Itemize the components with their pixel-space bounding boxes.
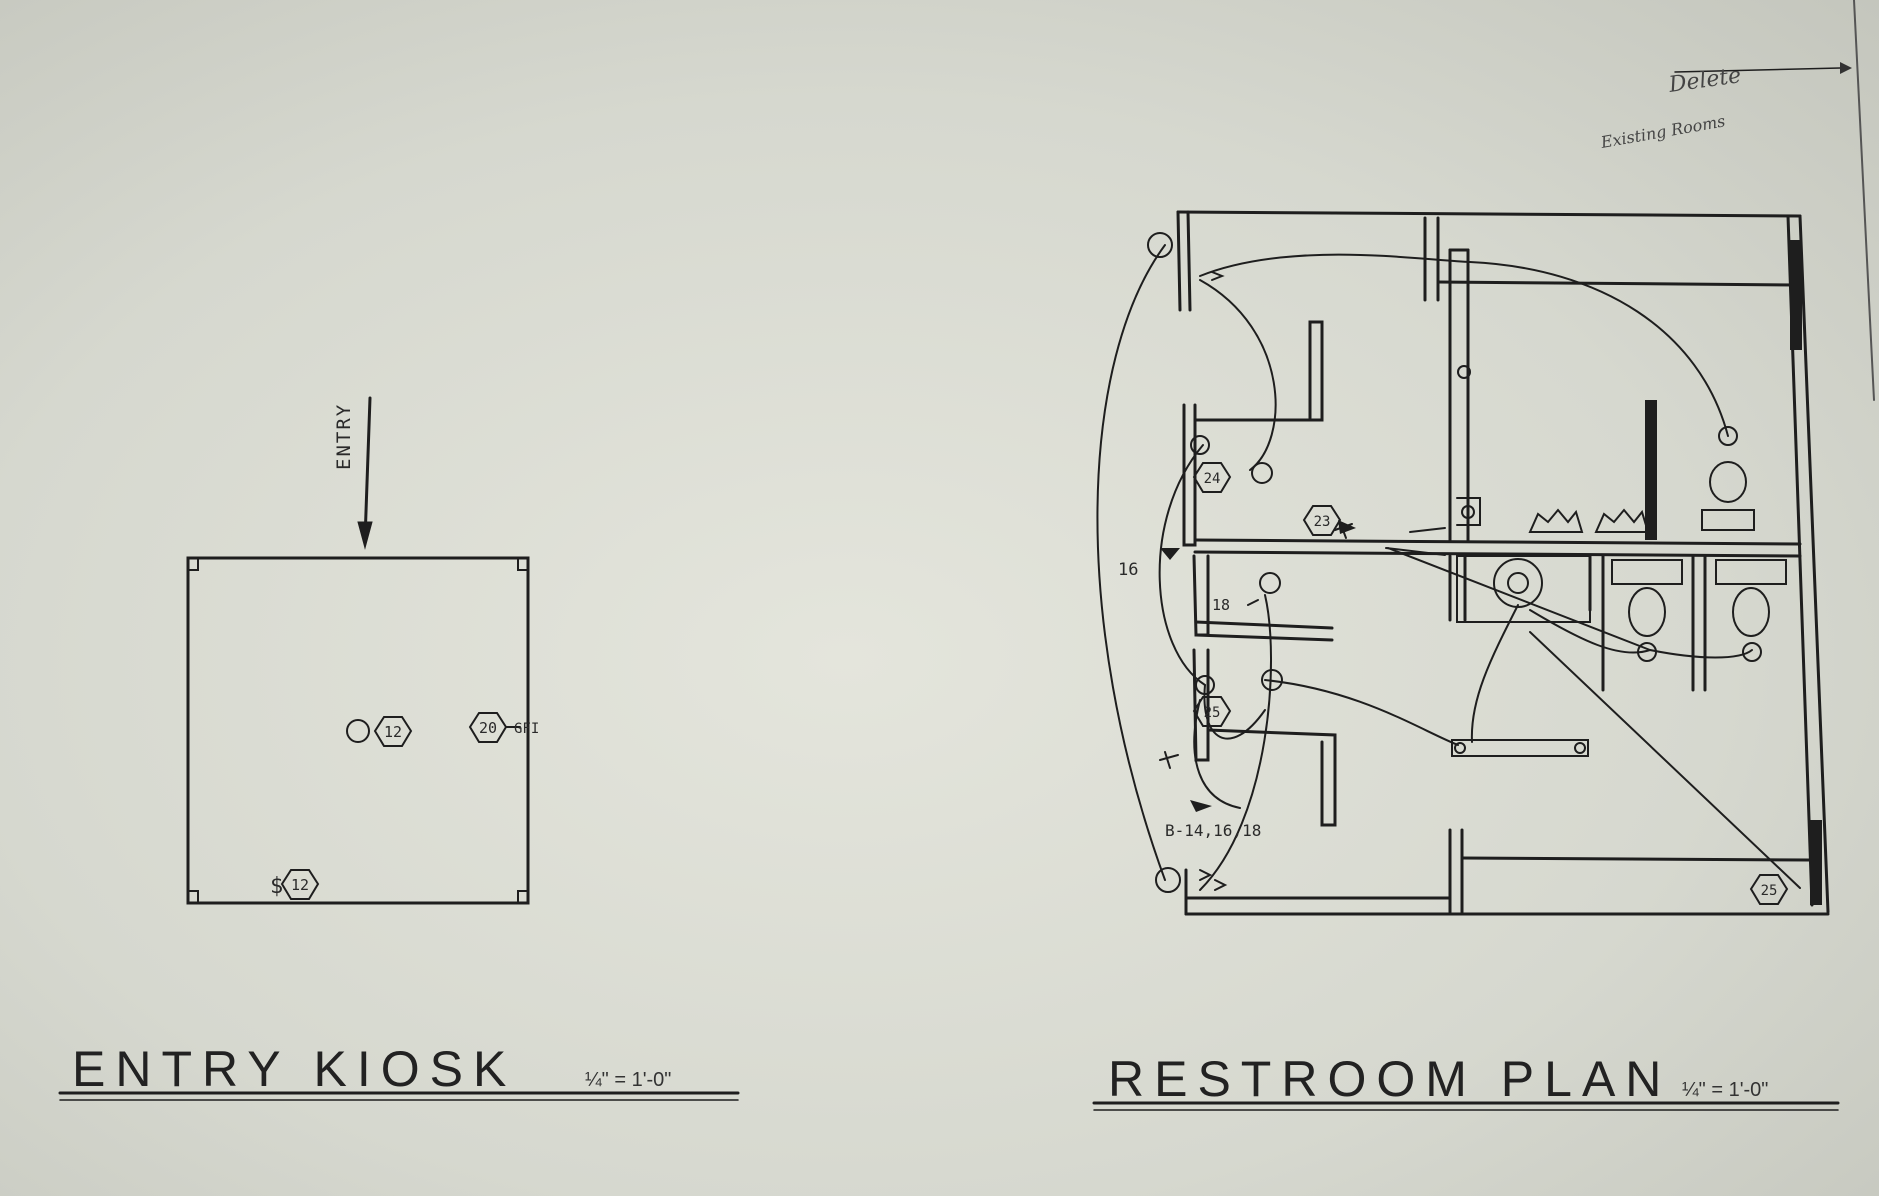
hex-tag-23	[1302, 505, 1342, 536]
lavatory-sink	[1493, 558, 1543, 608]
kiosk-switch-symbol: $	[270, 874, 283, 899]
tag-18: 18	[1212, 596, 1230, 614]
kiosk-circuit-tag: 12	[384, 723, 402, 741]
sheet-edge-line	[1853, 0, 1875, 401]
delete-annotation	[1674, 62, 1852, 74]
kiosk-circuit-hex	[373, 716, 413, 747]
wire-label-16: 16	[1118, 560, 1138, 580]
toilet-upper	[1709, 461, 1747, 503]
existing-rooms-note: Existing Rooms	[1598, 111, 1726, 152]
kiosk-outlet-note: GFI	[514, 721, 539, 737]
kiosk-plan	[58, 396, 740, 1101]
tag-24: 24	[1204, 471, 1221, 487]
entry-arrow	[357, 396, 373, 550]
wall-light-upper	[1147, 232, 1173, 258]
restroom-fixtures	[1385, 461, 1787, 757]
kiosk-scale: ¼" = 1'-0"	[585, 1069, 671, 1091]
hex-tag-25-left	[1192, 696, 1232, 727]
homerun-label: B-14,16,18	[1165, 821, 1261, 840]
restroom-title: RESTROOM PLAN	[1108, 1051, 1671, 1107]
kiosk-outline	[186, 556, 530, 905]
restroom-interior-walls	[1182, 216, 1812, 914]
hex-tag-24	[1192, 462, 1232, 493]
tag-25-corner: 25	[1761, 883, 1778, 899]
tag-23: 23	[1314, 514, 1331, 530]
kiosk-corner-columns	[187, 557, 529, 904]
kiosk-outlet-tag: 20	[479, 719, 497, 737]
restroom-scale: ¼" = 1'-0"	[1682, 1079, 1768, 1101]
wire-arrow-16	[1160, 548, 1180, 560]
restroom-plan	[1092, 210, 1840, 1111]
entry-label: ENTRY	[333, 403, 355, 470]
wall-light-lower	[1155, 867, 1181, 893]
restroom-wiring	[1096, 244, 1801, 891]
kiosk-switch-hex	[280, 869, 320, 900]
kiosk-outlet-hex	[468, 712, 508, 743]
hex-tag-25-corner	[1749, 874, 1789, 905]
delete-note: Delete	[1666, 63, 1742, 98]
tag-25-left: 25	[1204, 705, 1221, 721]
grab-bar	[1451, 739, 1589, 757]
restroom-devices	[1147, 232, 1789, 905]
toilet-stall-2	[1732, 587, 1770, 637]
kiosk-light-fixture	[346, 719, 370, 743]
kiosk-title: ENTRY KIOSK	[72, 1041, 516, 1097]
kiosk-switch-tag: 12	[291, 876, 309, 894]
toilet-stall-1	[1628, 587, 1666, 637]
